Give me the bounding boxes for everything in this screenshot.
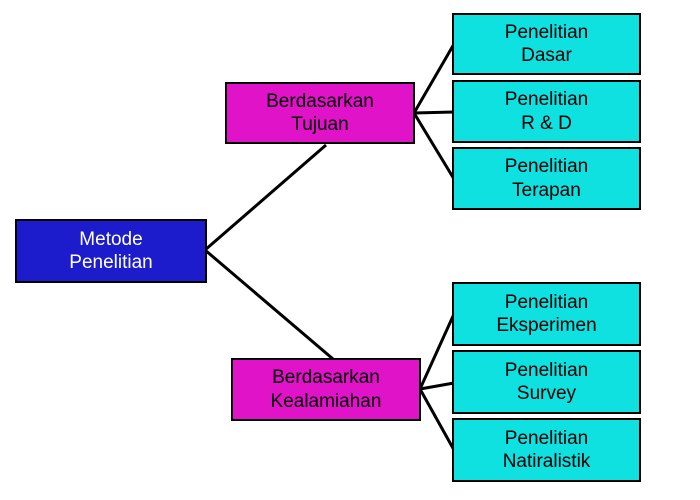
node-penelitian-natiralistik: Penelitian Natiralistik	[452, 418, 641, 482]
node-berdasarkan-tujuan: Berdasarkan Tujuan	[225, 82, 415, 144]
connector-tujuan-dasar	[412, 43, 456, 114]
node-penelitian-eksperimen: Penelitian Eksperimen	[452, 282, 641, 346]
connector-tujuan-rnd	[413, 110, 455, 115]
connector-kealamiahan-eksperimen	[418, 313, 456, 390]
connector-kealamiahan-natiralistik	[418, 388, 456, 451]
connector-root-kealamiahan	[204, 248, 334, 361]
node-penelitian-r-and-d: Penelitian R & D	[452, 80, 641, 143]
connector-tujuan-terapan	[412, 112, 456, 180]
node-penelitian-survey: Penelitian Survey	[452, 350, 641, 414]
connector-kealamiahan-survey	[419, 381, 455, 391]
node-metode-penelitian: Metode Penelitian	[15, 219, 207, 283]
node-penelitian-terapan: Penelitian Terapan	[452, 147, 641, 210]
connector-root-tujuan	[204, 143, 327, 252]
node-berdasarkan-kealamiahan: Berdasarkan Kealamiahan	[231, 358, 421, 421]
node-penelitian-dasar: Penelitian Dasar	[452, 13, 641, 75]
